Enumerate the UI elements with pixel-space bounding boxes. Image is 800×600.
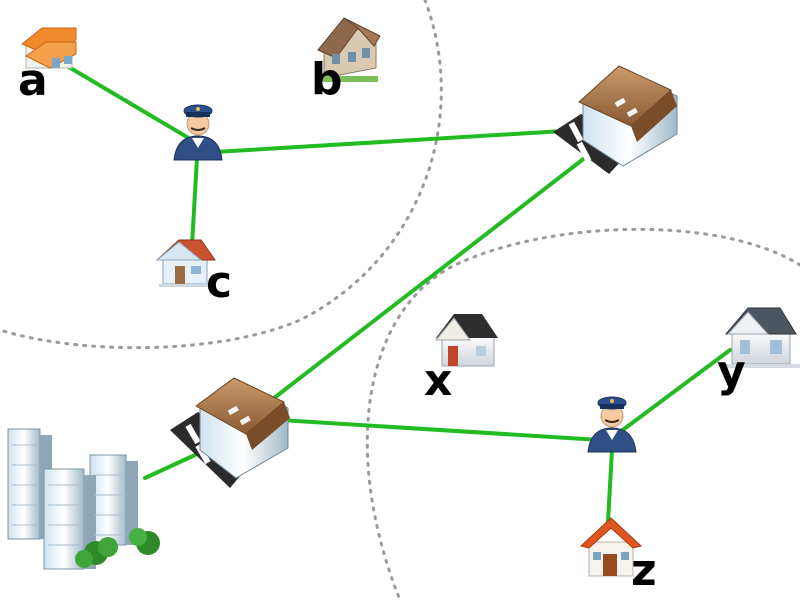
postman-icon [587, 396, 637, 453]
red-roof-house-icon [579, 517, 643, 577]
post-office-depot-icon [553, 65, 678, 174]
label-y: y [717, 346, 746, 397]
brown-house-icon [317, 17, 381, 82]
grey-house-icon [724, 307, 800, 368]
post-office-depot-icon [170, 377, 290, 488]
label-a: a [18, 55, 48, 106]
orange-roof-house-icon [21, 27, 77, 69]
label-b: b [311, 54, 343, 105]
label-c: c [206, 257, 232, 308]
dark-roof-house-icon [434, 314, 498, 367]
link-depot-top-depot-bottom [263, 148, 597, 407]
link-postman-z [606, 448, 614, 524]
blue-house-icon [155, 239, 216, 287]
office-buildings-icon [7, 428, 160, 570]
link-postman-c [190, 156, 199, 247]
links [60, 61, 732, 524]
link-postman-depot-top [213, 128, 582, 154]
link-a-postman [60, 61, 194, 142]
label-x: x [424, 355, 452, 406]
link-depot-bottom-postman [278, 418, 602, 442]
link-postman-y [618, 348, 732, 434]
region-left-boundary [0, 0, 443, 350]
region-right-boundary [365, 227, 800, 600]
postman-icon [173, 104, 223, 161]
link-offices-depot-bottom [143, 453, 197, 480]
label-z: z [631, 545, 657, 596]
